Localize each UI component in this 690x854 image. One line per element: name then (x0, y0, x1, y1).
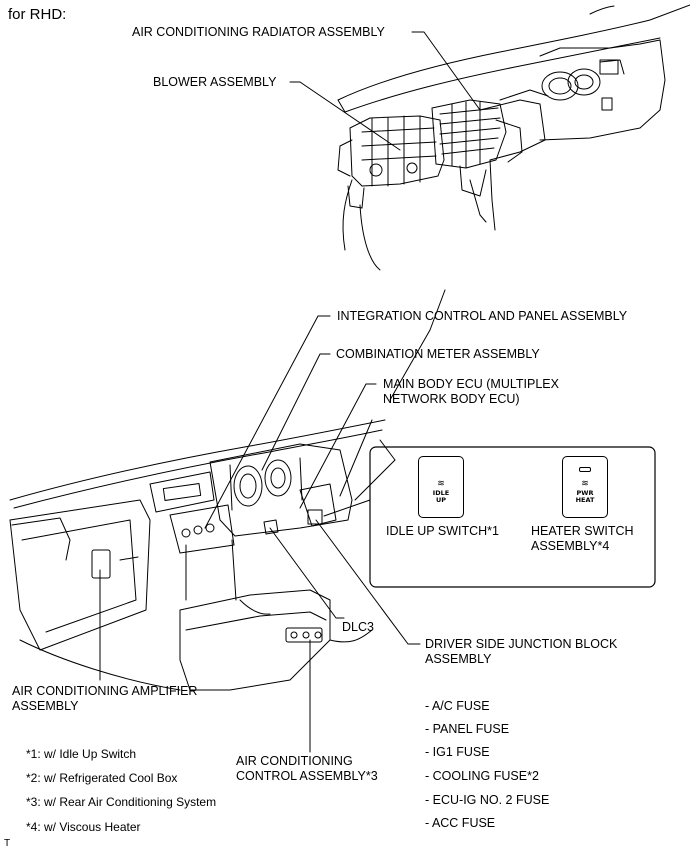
label-blower-assembly: BLOWER ASSEMBLY (153, 75, 277, 89)
footer-mark: T (4, 838, 11, 849)
label-driver-side-junction-block-assembly: DRIVER SIDE JUNCTION BLOCK ASSEMBLY (425, 637, 618, 666)
upper-dashboard-illustration (337, 4, 690, 271)
callout-pointer (323, 499, 371, 517)
fuse-item: - A/C FUSE (425, 699, 490, 713)
leader-lines (99, 31, 481, 753)
footnote: *3: w/ Rear Air Conditioning System (26, 795, 217, 809)
switch-callout-box (369, 446, 656, 588)
fuse-item: - ECU-IG NO. 2 FUSE (425, 793, 550, 807)
footnote: *4: w/ Viscous Heater (26, 820, 141, 834)
lower-dashboard-illustration (9, 289, 446, 691)
label-idle-up-switch: IDLE UP SWITCH*1 (386, 524, 499, 538)
footnote: *2: w/ Refrigerated Cool Box (26, 771, 178, 785)
label-air-conditioning-radiator-assembly: AIR CONDITIONING RADIATOR ASSEMBLY (132, 25, 385, 39)
label-main-body-ecu: MAIN BODY ECU (MULTIPLEX NETWORK BODY EC… (383, 377, 559, 406)
label-heater-switch-assembly: HEATER SWITCH ASSEMBLY*4 (531, 524, 634, 553)
idle-up-switch-face: ≋ IDLE UP (418, 456, 464, 518)
label-integration-control-and-panel-assembly: INTEGRATION CONTROL AND PANEL ASSEMBLY (337, 309, 628, 323)
fuse-item: - PANEL FUSE (425, 722, 510, 736)
label-air-conditioning-control-assembly: AIR CONDITIONING CONTROL ASSEMBLY*3 (236, 754, 378, 783)
footnote: *1: w/ Idle Up Switch (26, 747, 137, 761)
idle-heat-icon: ≋ (437, 478, 445, 488)
heater-icon: ≋ (581, 478, 589, 488)
label-dlc3: DLC3 (342, 620, 374, 634)
fuse-item: - COOLING FUSE*2 (425, 769, 539, 783)
heater-switch-face: ≋ PWR HEAT (562, 456, 608, 518)
idle-up-switch-text: IDLE UP (432, 489, 450, 504)
fuse-item: - IG1 FUSE (425, 745, 490, 759)
heater-switch-text: PWR HEAT (575, 489, 595, 504)
fuse-item: - ACC FUSE (425, 816, 496, 830)
variant-title: for RHD: (8, 6, 67, 23)
label-air-conditioning-amplifier-assembly: AIR CONDITIONING AMPLIFIER ASSEMBLY (12, 684, 198, 713)
heater-indicator-led (579, 467, 591, 472)
label-combination-meter-assembly: COMBINATION METER ASSEMBLY (336, 347, 540, 361)
